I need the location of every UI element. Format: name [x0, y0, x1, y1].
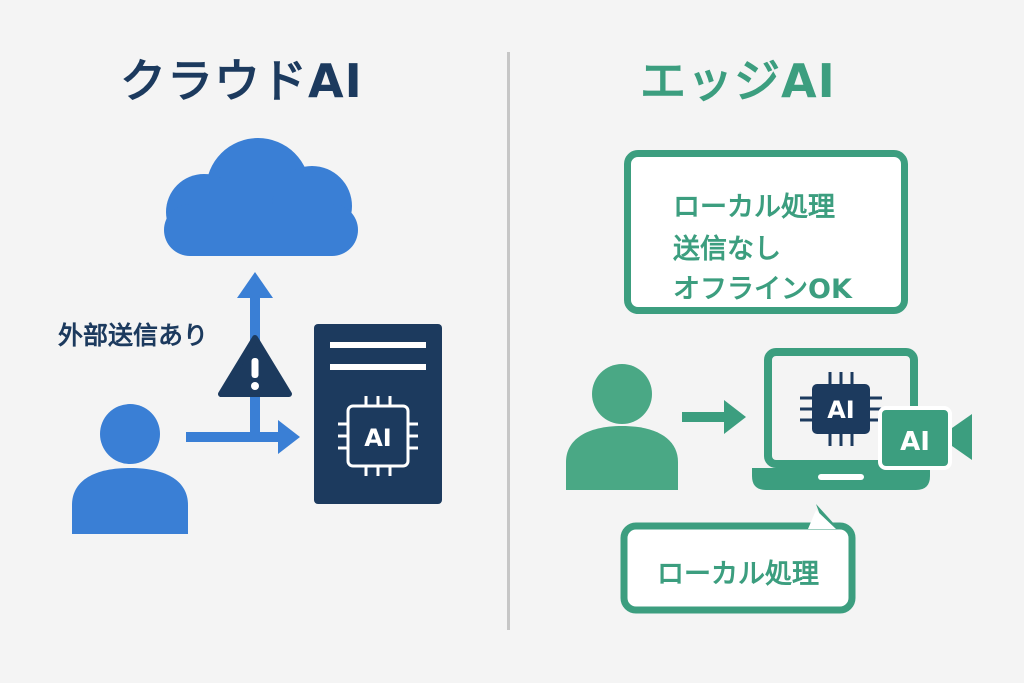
user-icon — [72, 404, 188, 534]
feature-offline-ok: オフラインOK — [673, 274, 852, 305]
send-arrow — [186, 420, 300, 454]
warning-icon — [218, 335, 292, 397]
center-divider — [507, 52, 510, 630]
bubble-local-processing-label: ローカル処理 — [657, 559, 819, 590]
user-icon — [566, 364, 678, 490]
video-camera-icon: AI — [878, 406, 972, 470]
speech-bubble-icon — [620, 504, 856, 614]
camera-label: AI — [900, 427, 930, 457]
chip-icon: AI — [800, 372, 882, 446]
edge-ai-diagram: AI AI — [566, 348, 972, 614]
edge-ai-title: エッジAI — [640, 54, 836, 108]
features-box: ローカル処理 送信なし オフラインOK — [624, 150, 908, 314]
cloud-ai-title: クラウドAI — [120, 54, 363, 108]
cloud-ai-diagram: AI — [72, 138, 442, 534]
cloud-icon — [164, 138, 358, 256]
send-arrow — [682, 400, 746, 434]
chip-icon: AI — [338, 396, 418, 476]
laptop-chip-label: AI — [827, 396, 855, 424]
server-chip-label: AI — [364, 424, 392, 452]
feature-local-processing: ローカル処理 — [673, 192, 835, 223]
feature-no-transmission: 送信なし — [673, 234, 781, 265]
external-send-label: 外部送信あり — [58, 321, 209, 350]
